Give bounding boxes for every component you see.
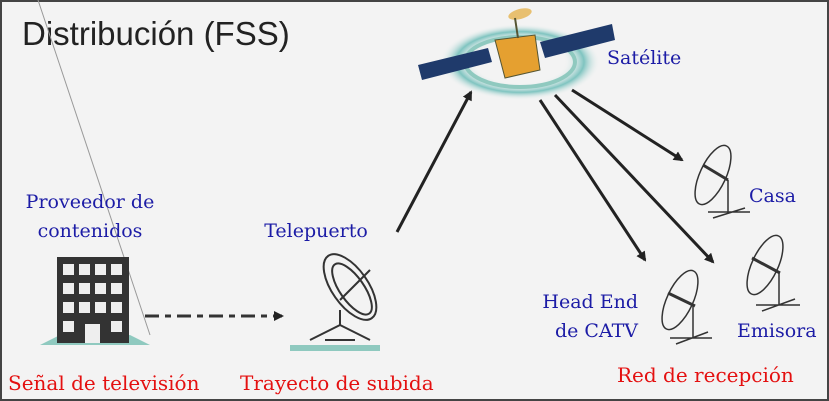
home-label: Casa [749,185,796,207]
diagram-title: Distribución (FSS) [22,15,290,52]
headend-label-line1: Head End [542,291,638,313]
uplink-caption: Trayecto de subida [240,371,434,395]
satellite-label: Satélite [607,47,681,69]
headend-dish-icon [661,269,712,345]
building-icon [37,0,151,345]
uplink-arrow [395,90,473,233]
provider-label-line2: contenidos [38,220,143,242]
reception-caption: Red de recepción [617,363,794,387]
teleport-label: Telepuerto [264,220,368,242]
teleport-dish-icon [290,253,380,351]
station-label: Emisora [737,320,817,342]
provider-label-line1: Proveedor de [26,191,155,213]
home-dish-icon [694,144,750,219]
satellite-icon [418,8,615,100]
headend-label-line2: de CATV [555,320,638,342]
station-dish-icon [746,234,800,312]
tv-signal-caption: Señal de televisión [8,371,200,395]
downlink-arrows [538,88,715,264]
